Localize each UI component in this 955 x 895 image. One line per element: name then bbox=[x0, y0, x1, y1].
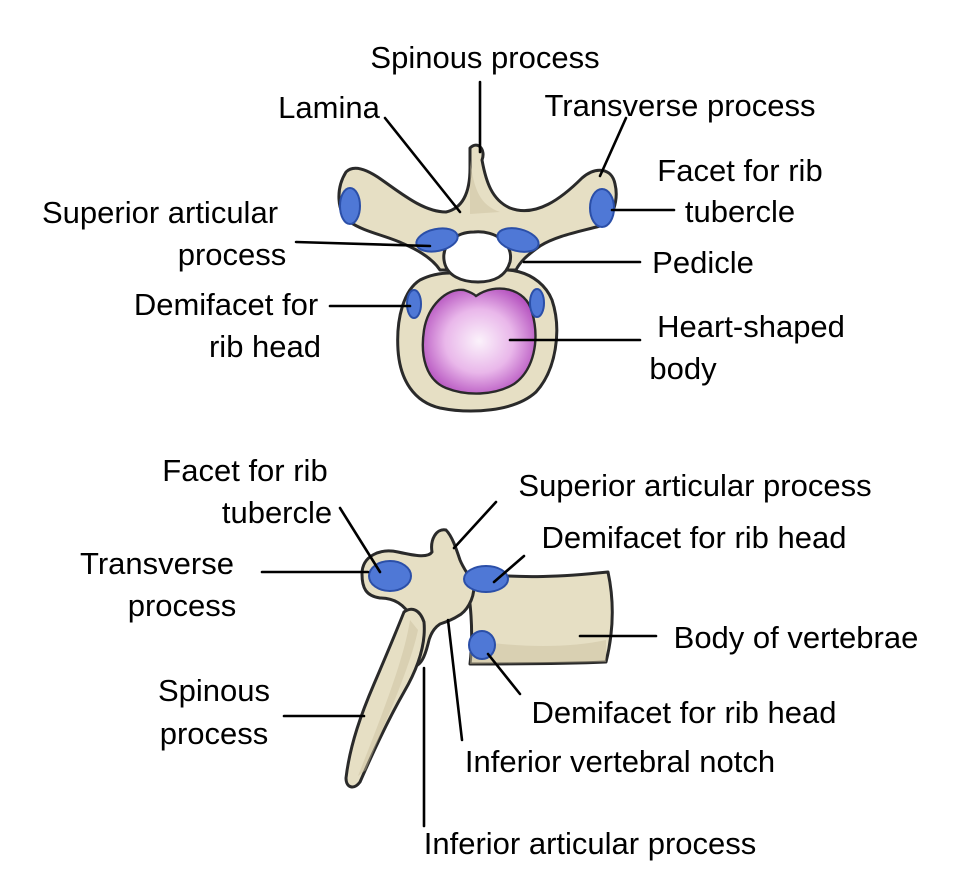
label-superior-articular-line2: process bbox=[178, 237, 287, 272]
top-view-labels: Spinous process Lamina Transverse proces… bbox=[42, 40, 845, 386]
side-view-labels: Facet for rib tubercle Superior articula… bbox=[80, 453, 918, 861]
label-side-demifacet-upper: Demifacet for rib head bbox=[542, 520, 847, 555]
label-side-inferior-articular: Inferior articular process bbox=[424, 826, 757, 861]
label-side-facet-rib-tubercle-line1: Facet for rib bbox=[162, 453, 327, 488]
top-view-leaders bbox=[294, 80, 676, 342]
label-spinous-process: Spinous process bbox=[370, 40, 599, 75]
label-side-spinous-line2: process bbox=[160, 716, 269, 751]
label-lamina: Lamina bbox=[278, 90, 380, 125]
side-demifacet-upper bbox=[463, 565, 509, 593]
top-demifacet-right bbox=[529, 288, 545, 318]
label-side-demifacet-lower: Demifacet for rib head bbox=[532, 695, 837, 730]
label-side-transverse-line2: process bbox=[128, 588, 237, 623]
label-side-facet-rib-tubercle-line2: tubercle bbox=[222, 495, 332, 530]
top-view-drawing bbox=[337, 143, 618, 413]
label-demifacet-line1: Demifacet for bbox=[134, 287, 318, 322]
label-pedicle: Pedicle bbox=[652, 245, 754, 280]
top-demifacet-left bbox=[406, 289, 422, 319]
label-demifacet-line2: rib head bbox=[209, 329, 321, 364]
label-body-line2: body bbox=[649, 351, 717, 386]
label-side-inferior-notch: Inferior vertebral notch bbox=[465, 744, 775, 779]
label-superior-articular-line1: Superior articular bbox=[42, 195, 278, 230]
top-facet-rib-tubercle-left bbox=[339, 187, 361, 225]
label-side-superior-articular: Superior articular process bbox=[518, 468, 871, 503]
label-facet-rib-tubercle-line1: Facet for rib bbox=[657, 153, 822, 188]
label-transverse-process: Transverse process bbox=[544, 88, 815, 123]
side-facet-rib-tubercle bbox=[368, 560, 412, 592]
label-side-spinous-line1: Spinous bbox=[158, 673, 270, 708]
label-body-line1: Heart-shaped bbox=[657, 309, 845, 344]
top-posterior-arch bbox=[337, 143, 618, 272]
top-superior-articular-right bbox=[496, 227, 540, 253]
label-side-transverse-line1: Transverse bbox=[80, 546, 234, 581]
label-side-body-of-vertebrae: Body of vertebrae bbox=[674, 620, 919, 655]
side-view-drawing bbox=[344, 528, 614, 789]
side-demifacet-lower bbox=[468, 630, 496, 660]
top-facet-rib-tubercle-right bbox=[589, 188, 615, 228]
label-facet-rib-tubercle-line2: tubercle bbox=[685, 194, 795, 229]
side-view-leaders bbox=[260, 500, 658, 828]
side-spinous-process bbox=[344, 607, 426, 789]
